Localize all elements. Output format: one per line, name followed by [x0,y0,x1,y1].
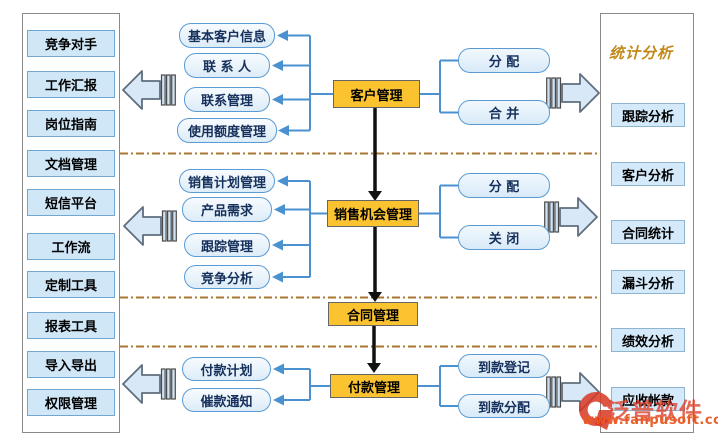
main-node-contract: 合同管理 [328,302,418,326]
sales-action-box: 分 配 [458,173,550,198]
block-arrow-left-icon [123,206,178,246]
sales-sub-box: 销售计划管理 [179,169,275,193]
block-arrow-right-icon [545,73,600,113]
customer-action-box: 分 配 [458,48,550,73]
payment-sub-box: 催款通知 [182,388,271,412]
statistics-panel-title: 统计分析 [609,44,674,62]
customer-action-box: 合 并 [458,100,550,125]
sales-action-box: 关 闭 [458,225,550,250]
left-panel-item: 权限管理 [27,389,115,416]
left-panel-item: 文档管理 [27,150,115,177]
sales-sub-box: 竞争分析 [184,265,270,289]
payment-sub-box: 付款计划 [182,357,271,381]
left-panel-item: 报表工具 [27,312,115,339]
main-node-customer: 客户管理 [333,80,420,108]
main-node-payment: 付款管理 [330,374,418,398]
watermark-brand: 泛普软件 [607,399,703,425]
customer-sub-box: 基本客户信息 [179,23,275,48]
sales-sub-box: 产品需求 [182,197,272,222]
payment-action-box: 到款登记 [458,354,550,378]
right-panel-item: 客户分析 [611,162,685,186]
left-panel-item: 工作流 [27,233,115,260]
right-panel-item: 合同统计 [611,220,685,244]
main-node-sales: 销售机会管理 [327,200,419,227]
block-arrow-left-icon [122,70,177,110]
left-panel-item: 岗位指南 [27,110,115,137]
right-panel-item: 绩效分析 [611,328,685,352]
block-arrow-left-icon [122,364,177,404]
customer-sub-box: 联系管理 [184,87,270,112]
right-panel-item: 应收帐款 [611,387,685,411]
right-panel-item: 跟踪分析 [611,103,685,127]
watermark-url: www.fanpusoft.com [582,413,718,428]
left-panel-item: 工作汇报 [27,71,115,98]
left-panel-item: 竞争对手 [27,30,115,57]
left-panel-item: 导入导出 [27,351,115,378]
payment-action-box: 到款分配 [458,394,550,418]
customer-sub-box: 联 系 人 [184,53,270,78]
block-arrow-right-icon [543,197,598,237]
left-panel-item: 定制工具 [27,271,115,298]
left-panel-item: 短信平台 [27,189,115,216]
customer-sub-box: 使用额度管理 [177,118,277,143]
right-panel-item: 漏斗分析 [611,270,685,294]
sales-sub-box: 跟踪管理 [184,233,270,257]
